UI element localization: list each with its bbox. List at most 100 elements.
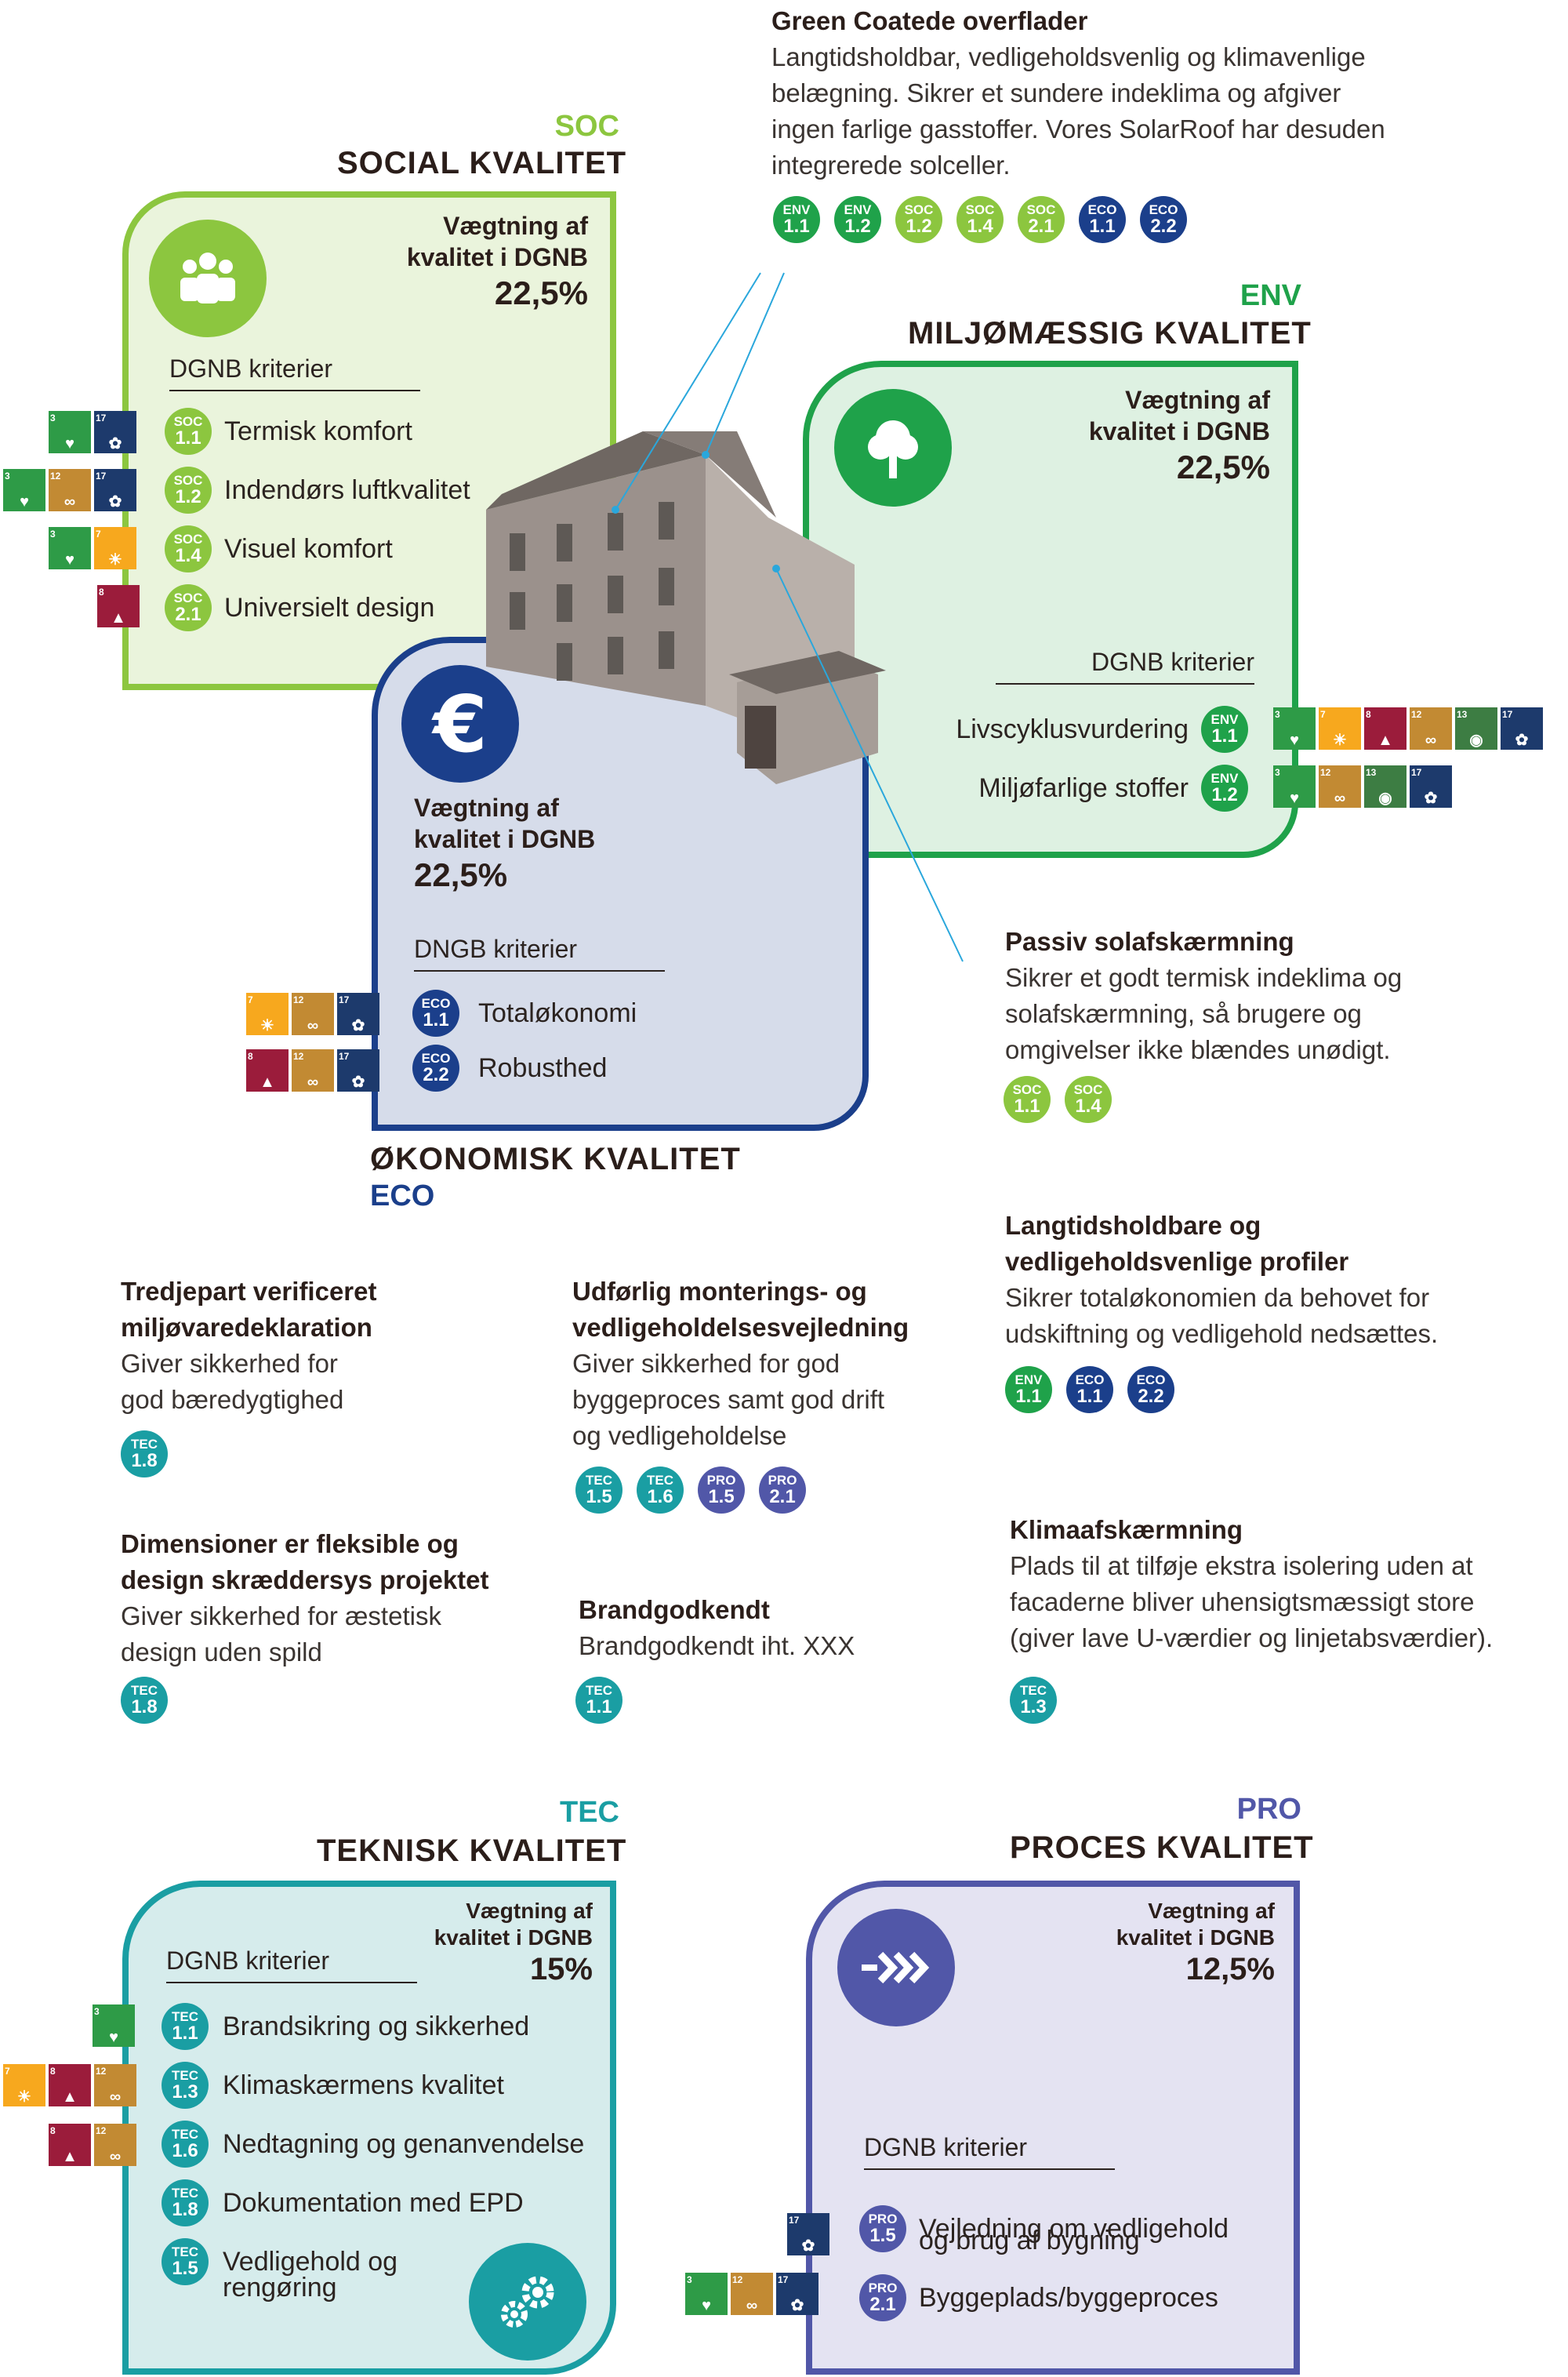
env-criterion-label: Miljøfarlige stoffer bbox=[978, 773, 1189, 803]
tec-criterion-label: Dokumentation med EPD bbox=[223, 2188, 524, 2218]
sdg-goal-17-icon: 17✿ bbox=[1410, 765, 1452, 808]
pro-criteria-heading: DGNB kriterier bbox=[864, 2133, 1115, 2170]
tec-criteria-extra: rengøring bbox=[223, 2273, 337, 2302]
tec-weight-value: 15% bbox=[529, 1952, 593, 1986]
callout-green-coated-text: Langtidsholdbar, vedligeholdsvenlig og k… bbox=[771, 42, 1385, 180]
env-criterion-label: Livscyklusvurdering bbox=[956, 714, 1189, 744]
sdg-goal-12-icon: 12∞ bbox=[1410, 707, 1452, 750]
sdg-goal-3-icon: 3♥ bbox=[49, 411, 91, 453]
pro-title: PROCES KVALITET bbox=[1010, 1830, 1314, 1865]
sdg-goal-3-icon: 3♥ bbox=[1273, 765, 1316, 808]
pro-code: PRO bbox=[1236, 1793, 1301, 1826]
building-illustration bbox=[486, 431, 886, 784]
sdg-goal-7-icon: 7☀ bbox=[246, 993, 289, 1035]
soc-criterion-label: Universielt design bbox=[224, 593, 435, 623]
pro-criterion-label: Byggeplads/byggeproces bbox=[919, 2283, 1218, 2313]
sdg-goal-8-icon: 8▲ bbox=[246, 1049, 289, 1092]
sdg-goal-3-icon: 3♥ bbox=[1273, 707, 1316, 750]
sdg-goal-13-icon: 13◉ bbox=[1455, 707, 1497, 750]
sdg-goal-7-icon: 7☀ bbox=[1319, 707, 1361, 750]
tec-title: TEKNISK KVALITET bbox=[317, 1834, 627, 1868]
sdg-goal-8-icon: 8▲ bbox=[1364, 707, 1406, 750]
sdg-goal-17-icon: 17✿ bbox=[787, 2213, 829, 2255]
sdg-goal-8-icon: 8▲ bbox=[97, 585, 140, 627]
eco-title: ØKONOMISK KVALITET bbox=[370, 1142, 741, 1176]
sdg-goal-12-icon: 12∞ bbox=[49, 469, 91, 511]
eco-criterion-label: Robusthed bbox=[478, 1053, 608, 1083]
callout-klima-text: Plads til at tilføje ekstra isolering ud… bbox=[1010, 1551, 1494, 1652]
sdg-goal-12-icon: 12∞ bbox=[731, 2273, 773, 2315]
tec-code: TEC bbox=[560, 1796, 619, 1829]
sdg-goal-12-icon: 12∞ bbox=[1319, 765, 1361, 808]
env-criteria-heading: DGNB kriterier bbox=[996, 648, 1254, 685]
soc-criterion-label: Visuel komfort bbox=[224, 534, 393, 564]
sdg-goal-17-icon: 17✿ bbox=[94, 411, 136, 453]
tec-criterion-label: Nedtagning og genanvendelse bbox=[223, 2129, 585, 2159]
sdg-goal-12-icon: 12∞ bbox=[292, 993, 334, 1035]
pro-weight-value: 12,5% bbox=[1185, 1952, 1275, 1986]
pro-criteria-extra: og brug af bygning bbox=[919, 2226, 1140, 2255]
soc-criterion-label: Indendørs luftkvalitet bbox=[224, 475, 470, 505]
sdg-goal-3-icon: 3♥ bbox=[685, 2273, 728, 2315]
arrows-forward-icon bbox=[837, 1909, 955, 2026]
soc-criteria-heading: DGNB kriterier bbox=[169, 354, 420, 391]
callout-green-coated-title: Green Coatede overflader bbox=[771, 6, 1088, 35]
callout-passiv-title: Passiv solafskærmning bbox=[1005, 927, 1294, 956]
eco-criteria-heading: DNGB kriterier bbox=[414, 935, 665, 972]
sdg-goal-12-icon: 12∞ bbox=[292, 1049, 334, 1092]
sdg-goal-7-icon: 7☀ bbox=[3, 2064, 45, 2106]
gears-icon bbox=[469, 2243, 586, 2361]
sdg-goal-12-icon: 12∞ bbox=[94, 2124, 136, 2166]
sdg-goal-8-icon: 8▲ bbox=[49, 2124, 91, 2166]
sdg-goal-8-icon: 8▲ bbox=[49, 2064, 91, 2106]
sdg-goal-17-icon: 17✿ bbox=[94, 469, 136, 511]
tec-criterion-label: Klimaskærmens kvalitet bbox=[223, 2070, 504, 2100]
env-code: ENV bbox=[1240, 279, 1301, 312]
env-title: MILJØMÆSSIG KVALITET bbox=[908, 316, 1312, 351]
tec-criterion-label: Vedligehold og bbox=[223, 2247, 398, 2277]
callout-brand-title: Brandgodkendt bbox=[579, 1595, 770, 1624]
tree-icon bbox=[834, 389, 952, 507]
soc-weight-value: 22,5% bbox=[494, 274, 588, 311]
sdg-goal-17-icon: 17✿ bbox=[776, 2273, 818, 2315]
soc-title: SOCIAL KVALITET bbox=[337, 146, 627, 180]
people-icon bbox=[149, 220, 267, 337]
callout-brand-text: Brandgodkendt iht. XXX bbox=[579, 1631, 855, 1660]
sdg-goal-17-icon: 17✿ bbox=[1501, 707, 1543, 750]
euro-icon: € bbox=[401, 665, 519, 783]
